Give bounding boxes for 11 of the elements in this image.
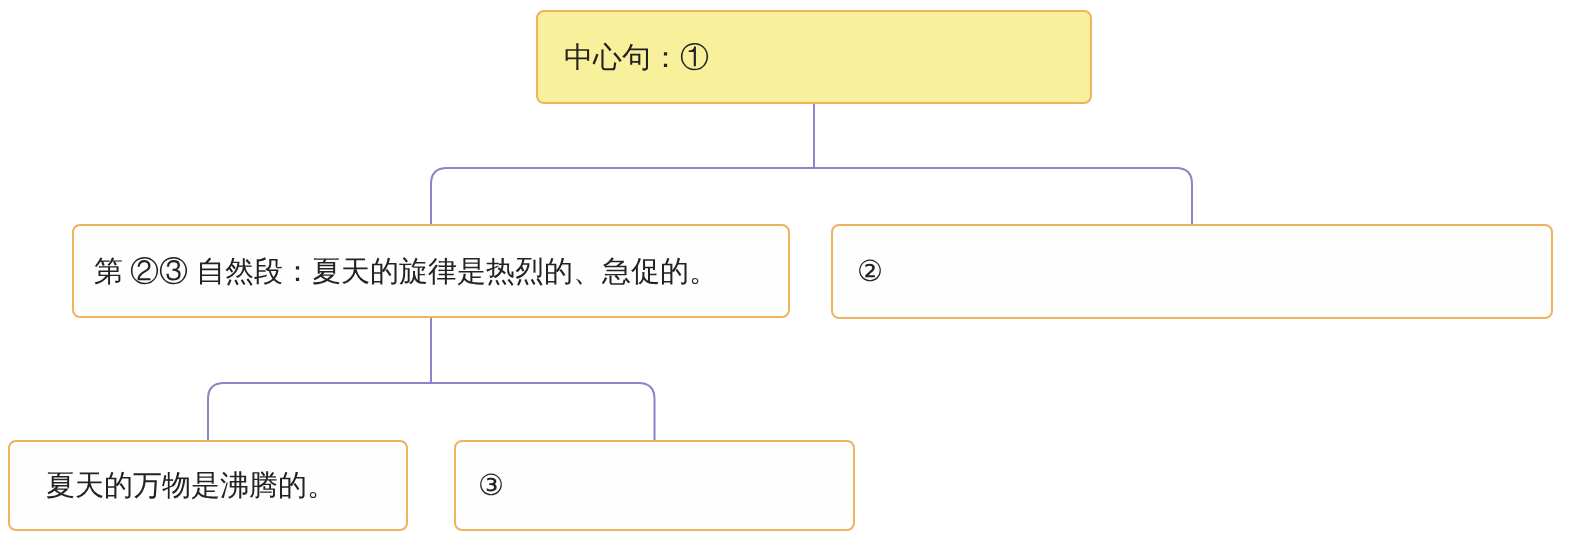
- text-box: [8, 440, 408, 531]
- text-box: [454, 440, 855, 531]
- highlighted-box: [536, 10, 1092, 104]
- box-text: ③: [478, 468, 504, 503]
- text-box: [831, 224, 1553, 319]
- box-text: 中心句：①: [564, 39, 709, 75]
- box-text: ②: [857, 254, 883, 289]
- connector-line: [430, 317, 656, 441]
- box-text: 夏天的万物是沸腾的。: [46, 468, 336, 503]
- box-text: 第 ②③ 自然段：夏天的旋律是热烈的、急促的。: [94, 253, 718, 289]
- text-box: [72, 224, 790, 318]
